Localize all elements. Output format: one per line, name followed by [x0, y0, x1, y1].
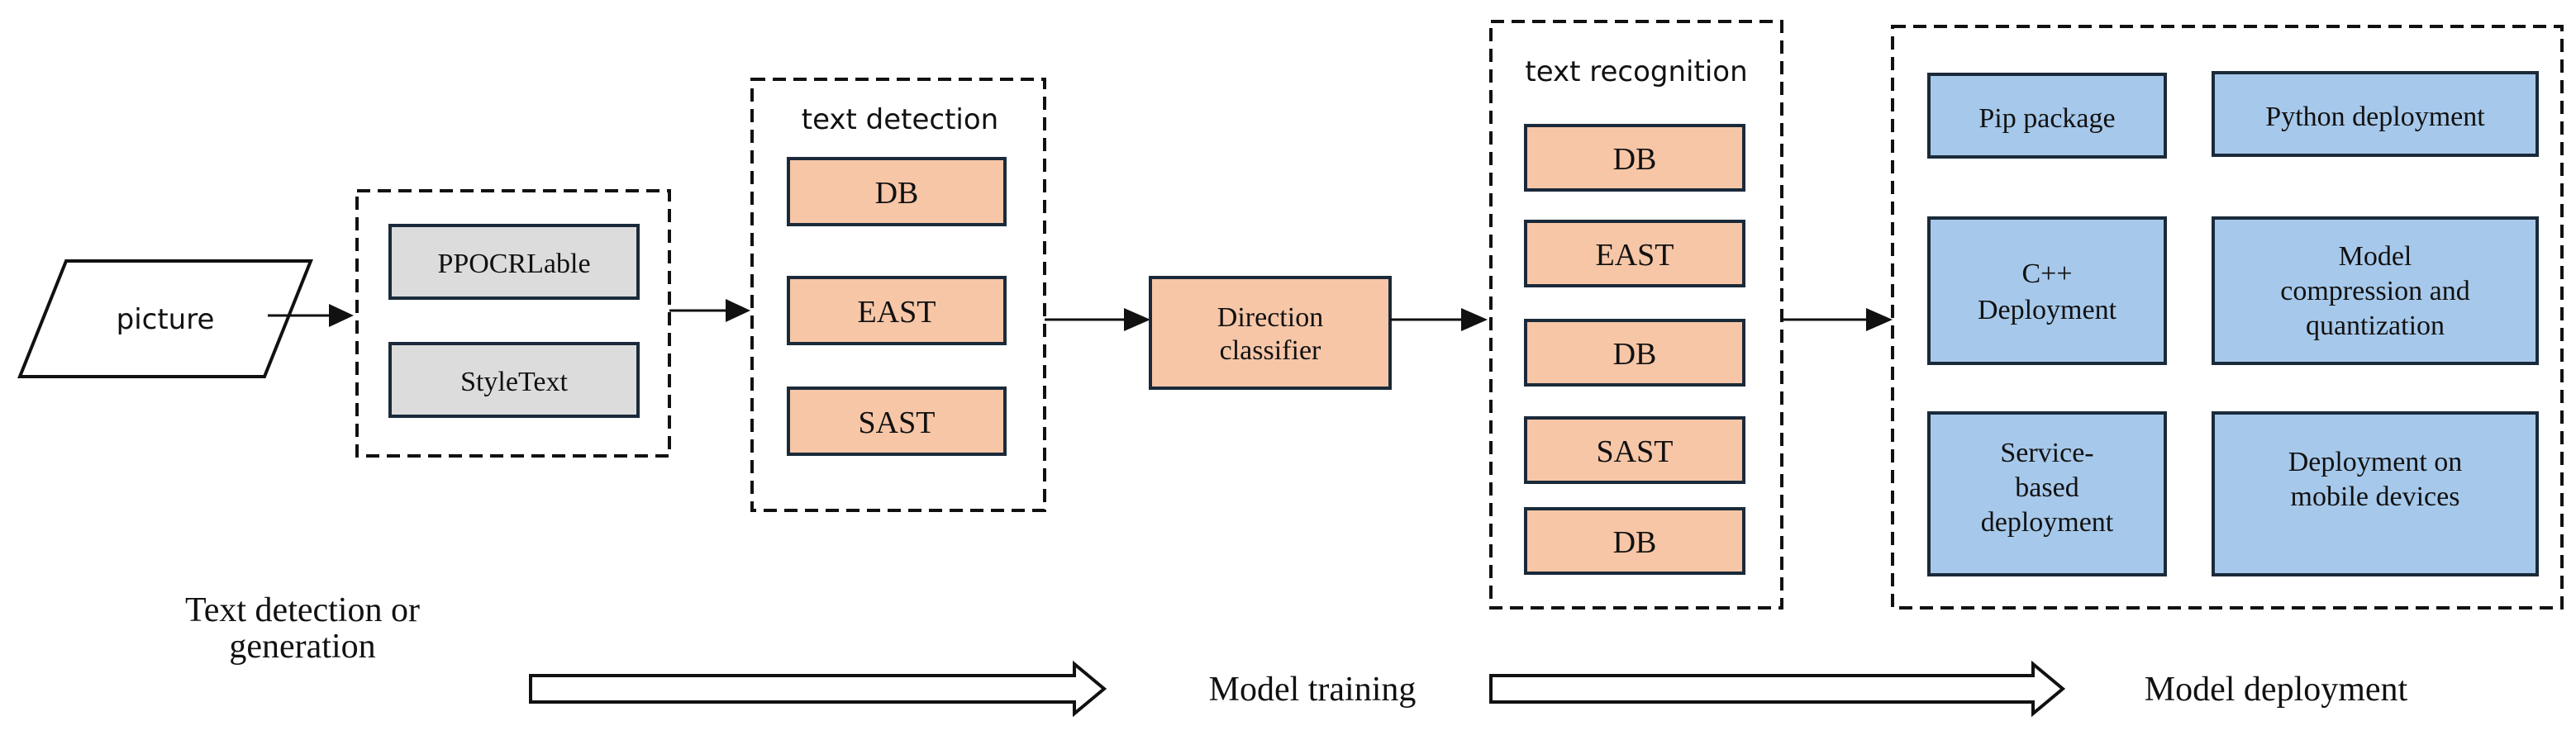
- model-compression-line3: quantization: [2306, 311, 2445, 341]
- arrow-head-5: [1866, 308, 1893, 331]
- detection-db-box: [787, 157, 1007, 226]
- text-recognition-title: text recognition: [1525, 55, 1747, 88]
- deployment-group: [1891, 25, 2564, 610]
- picture-shape: [17, 259, 313, 378]
- service-deployment-line3: deployment: [1981, 507, 2114, 538]
- model-compression-line1: Model: [2339, 241, 2412, 272]
- ppocrlable-box: [388, 224, 640, 300]
- cpp-deployment-line1: C++: [2021, 259, 2072, 289]
- mobile-deployment-box: [2212, 411, 2539, 576]
- text-detection-title: text detection: [802, 103, 998, 136]
- styletext-box: [388, 342, 640, 418]
- recognition-db-box-2: [1524, 319, 1745, 387]
- detection-db-label: DB: [875, 176, 919, 211]
- picture-label: picture: [117, 303, 215, 336]
- direction-classifier-line2: classifier: [1220, 335, 1321, 366]
- phase-deployment-label: Model deployment: [2145, 671, 2408, 709]
- phase-arrow-1: [529, 660, 1107, 718]
- python-deployment-label: Python deployment: [2265, 102, 2485, 132]
- recognition-sast-box: [1524, 416, 1745, 484]
- detection-east-box: [787, 276, 1007, 345]
- cpp-deployment-line2: Deployment: [1978, 295, 2117, 325]
- recognition-db-label-3: DB: [1613, 525, 1657, 560]
- phase-generation-line2: generation: [229, 628, 375, 666]
- cpp-deployment-box: [1927, 216, 2167, 365]
- text-recognition-group: [1489, 20, 1783, 610]
- pip-package-box: [1927, 73, 2167, 159]
- recognition-sast-label: SAST: [1597, 434, 1674, 469]
- recognition-db-box-3: [1524, 507, 1745, 575]
- pip-package-label: Pip package: [1978, 103, 2115, 134]
- ppocrlable-label: PPOCRLable: [437, 249, 590, 279]
- recognition-db-label-2: DB: [1613, 337, 1657, 372]
- recognition-db-label-1: DB: [1613, 142, 1657, 177]
- model-compression-box: [2212, 216, 2539, 365]
- service-deployment-box: [1927, 411, 2167, 576]
- recognition-east-box: [1524, 220, 1745, 287]
- arrow-head-4: [1461, 308, 1488, 331]
- service-deployment-line1: Service-: [2000, 438, 2093, 468]
- detection-sast-box: [787, 387, 1007, 456]
- model-compression-line2: compression and: [2280, 276, 2469, 306]
- recognition-db-box-1: [1524, 124, 1745, 192]
- phase-generation-line1: Text detection or: [185, 591, 420, 629]
- service-deployment-line2: based: [2015, 472, 2078, 503]
- phase-training-label: Model training: [1209, 671, 1417, 709]
- mobile-deployment-line2: mobile devices: [2291, 481, 2460, 512]
- stage1-group: [355, 189, 671, 458]
- mobile-deployment-line1: Deployment on: [2288, 447, 2463, 477]
- phase-arrow-2: [1489, 660, 2066, 718]
- arrow-head-1: [329, 304, 354, 327]
- direction-classifier-box: [1149, 276, 1392, 390]
- recognition-east-label: EAST: [1596, 238, 1674, 273]
- text-detection-group: [750, 78, 1046, 512]
- arrow-head-3: [1124, 308, 1150, 331]
- styletext-label: StyleText: [460, 367, 568, 397]
- detection-sast-label: SAST: [859, 406, 936, 440]
- arrow-head-2: [726, 299, 750, 322]
- direction-classifier-line1: Direction: [1217, 302, 1323, 333]
- detection-east-label: EAST: [858, 295, 936, 330]
- python-deployment-box: [2212, 71, 2539, 157]
